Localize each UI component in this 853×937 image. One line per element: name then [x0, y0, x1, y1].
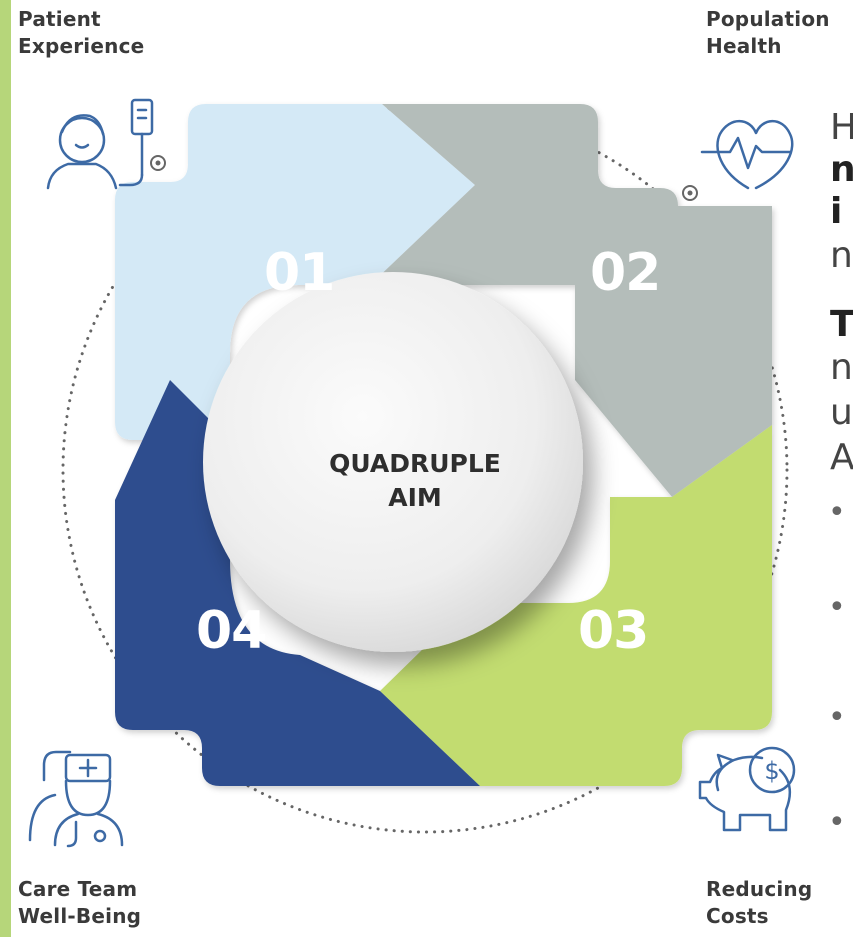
number-03: 03 [578, 601, 648, 661]
bullet-4: • [828, 805, 846, 840]
segment-01 [115, 104, 475, 440]
bullet-3: • [828, 700, 846, 735]
doctor-icon [28, 750, 124, 848]
center-title-line2: AIM [388, 483, 442, 512]
svg-text:$: $ [764, 757, 779, 785]
ring-node-tr [682, 185, 698, 201]
side-text-6: n [830, 347, 853, 388]
bullet-1: • [828, 495, 846, 530]
center-circle [203, 272, 583, 652]
side-text-7: u [830, 392, 853, 433]
side-text-1: H [830, 107, 853, 148]
label-patient-experience: Patient Experience [18, 7, 145, 58]
number-02: 02 [590, 243, 660, 303]
center-title-line1: QUADRUPLE [329, 449, 501, 478]
label-population-health: Population Health [706, 7, 830, 58]
side-text-8: A [830, 437, 853, 478]
piggy-bank-icon: $ [698, 746, 796, 832]
side-text-3: i [830, 191, 843, 232]
side-text-4: n [830, 235, 853, 276]
dotted-ring [61, 106, 789, 834]
bullet-2: • [828, 590, 846, 625]
segment-02 [370, 104, 772, 497]
side-text-5: T [830, 304, 853, 345]
heart-pulse-icon [700, 119, 794, 190]
label-reducing-costs: Reducing Costs [706, 877, 813, 928]
label-care-team-well-being: Care Team Well-Being [18, 877, 142, 928]
number-01: 01 [264, 243, 334, 303]
side-text-2: n [830, 149, 853, 190]
accent-bar [0, 0, 11, 937]
number-04: 04 [196, 601, 266, 661]
segment-03 [380, 425, 772, 786]
ring-node-tl [150, 155, 166, 171]
patient-icon [46, 98, 154, 190]
